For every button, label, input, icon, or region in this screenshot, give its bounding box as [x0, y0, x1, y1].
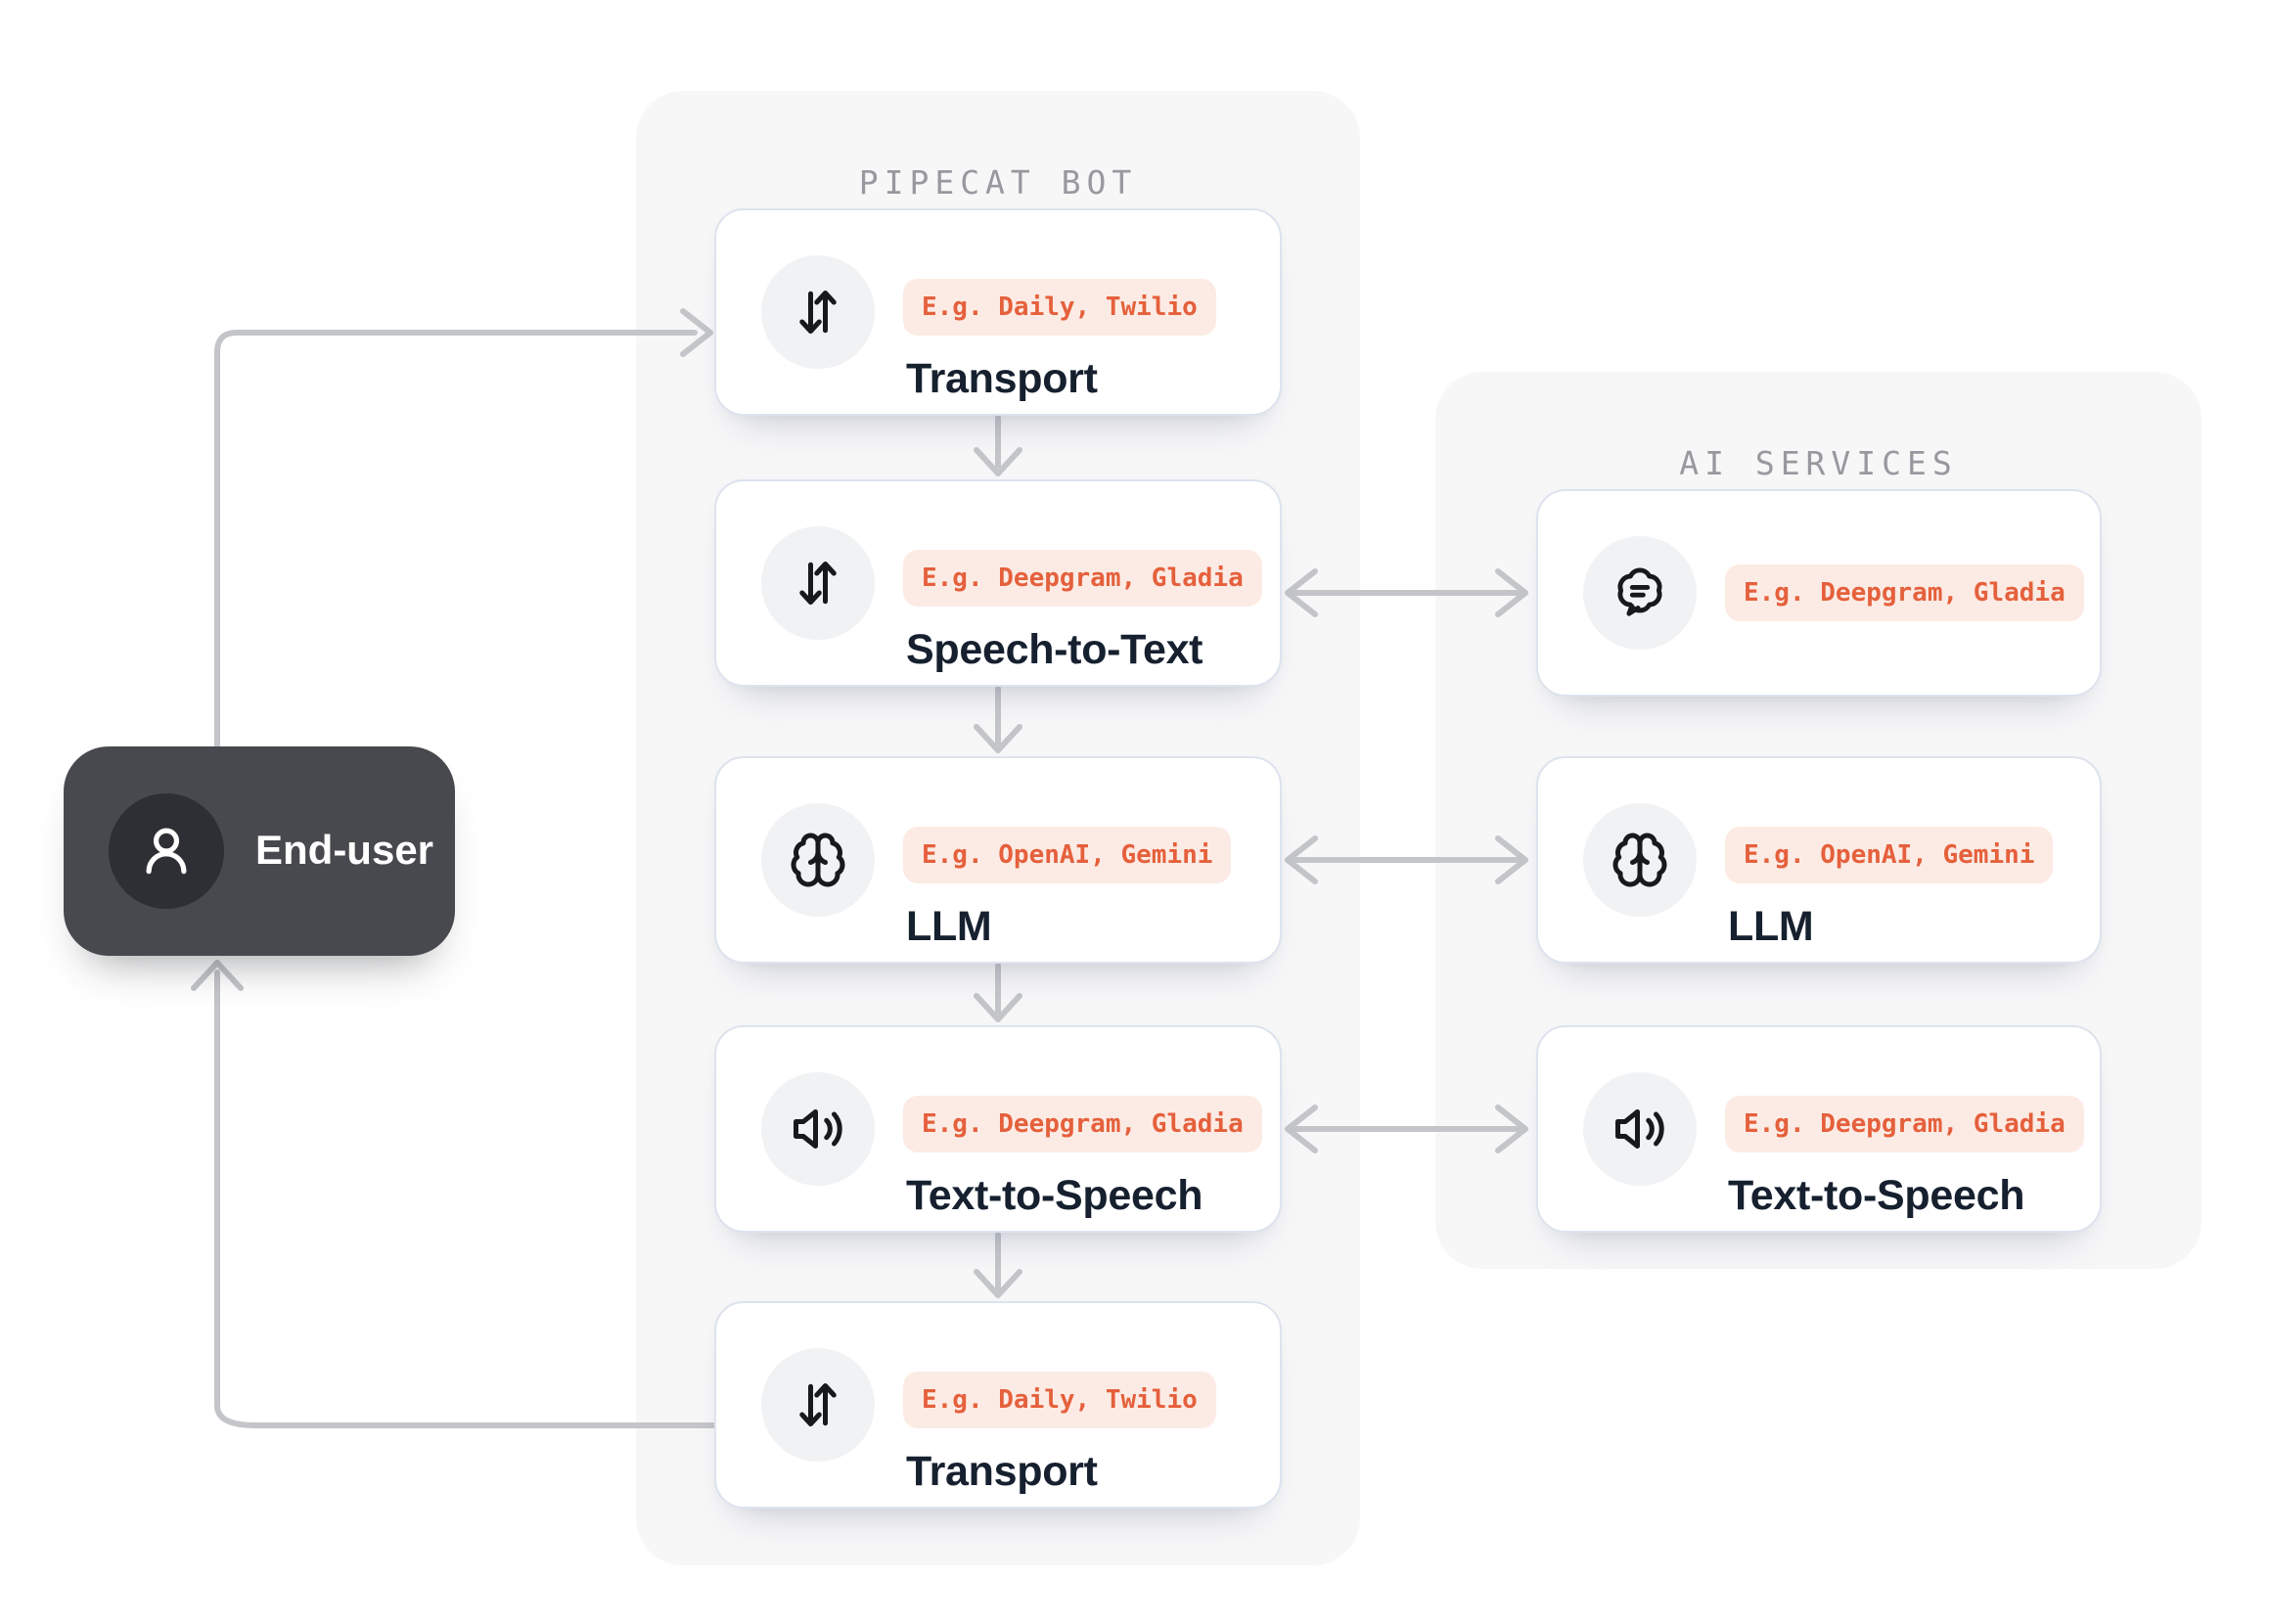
provider-badge: E.g. Deepgram, Gladia — [1725, 1096, 2084, 1152]
provider-badge: E.g. Deepgram, Gladia — [1725, 564, 2084, 621]
arrow-up-down-icon — [761, 255, 875, 369]
provider-badge: E.g. Daily, Twilio — [903, 1372, 1216, 1428]
brain-icon — [761, 803, 875, 917]
card-title: Transport — [906, 1448, 1098, 1495]
pipeline-card-transport-in: E.g. Daily, Twilio Transport — [714, 208, 1282, 416]
provider-badge: E.g. Deepgram, Gladia — [903, 550, 1262, 607]
provider-badge: E.g. Daily, Twilio — [903, 279, 1216, 336]
pipeline-card-speech-to-text: E.g. Deepgram, Gladia Speech-to-Text — [714, 479, 1282, 687]
provider-badge: E.g. Deepgram, Gladia — [903, 1096, 1262, 1152]
card-title: LLM — [1728, 903, 1814, 950]
brain-icon — [1583, 803, 1697, 917]
card-title: LLM — [906, 903, 992, 950]
pipeline-card-text-to-speech: E.g. Deepgram, Gladia Text-to-Speech — [714, 1025, 1282, 1233]
pipecat-bot-panel-title: PIPECAT BOT — [858, 163, 1138, 202]
service-card-text-to-speech: E.g. Deepgram, Gladia Text-to-Speech — [1536, 1025, 2102, 1233]
provider-badge: E.g. OpenAI, Gemini — [903, 827, 1232, 883]
arrow-up-down-icon — [761, 526, 875, 640]
card-title: Speech-to-Text — [906, 626, 1203, 673]
card-title: Transport — [906, 355, 1098, 402]
pipeline-card-transport-out: E.g. Daily, Twilio Transport — [714, 1301, 1282, 1509]
provider-badge: E.g. OpenAI, Gemini — [1725, 827, 2054, 883]
end-user-label: End-user — [255, 827, 434, 874]
ai-services-panel-title: AI SERVICES — [1679, 444, 1958, 482]
card-title: Text-to-Speech — [906, 1172, 1203, 1219]
user-icon — [109, 793, 224, 909]
card-title: Text-to-Speech — [1728, 1172, 2025, 1219]
service-card-speech-to-text: E.g. Deepgram, Gladia — [1536, 489, 2102, 697]
speaker-icon — [761, 1072, 875, 1186]
service-card-llm: E.g. OpenAI, Gemini LLM — [1536, 756, 2102, 964]
speaker-icon — [1583, 1072, 1697, 1186]
end-user-node: End-user — [64, 746, 455, 956]
chat-bubble-icon — [1583, 536, 1697, 650]
arrow-up-down-icon — [761, 1348, 875, 1462]
pipeline-card-llm: E.g. OpenAI, Gemini LLM — [714, 756, 1282, 964]
